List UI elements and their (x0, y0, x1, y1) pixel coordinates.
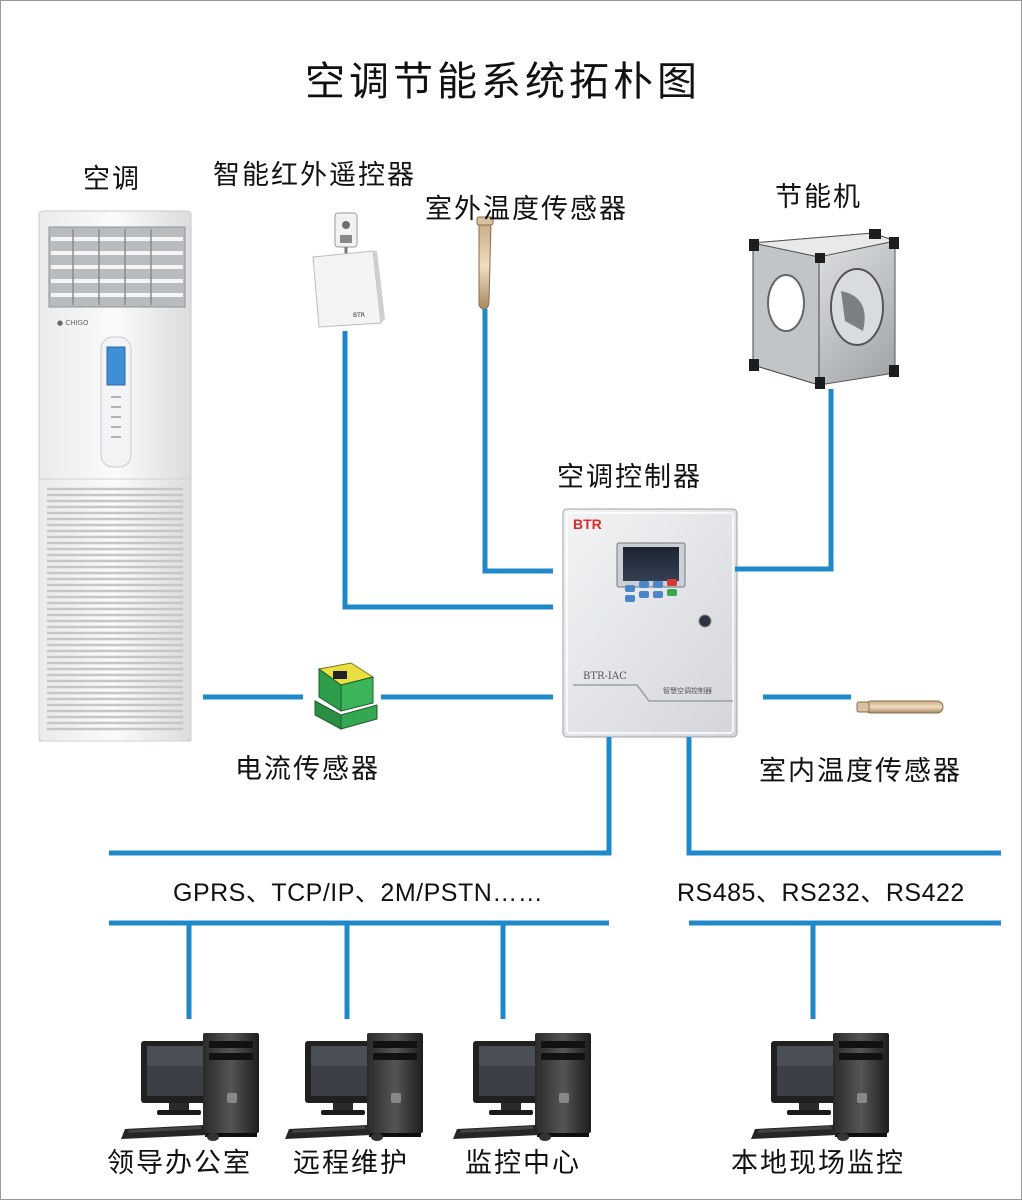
label-energy-saver: 节能机 (775, 182, 862, 213)
label-controller: 空调控制器 (557, 462, 702, 493)
label-air-conditioner: 空调 (83, 164, 141, 195)
remote-brand-text: BTR (353, 312, 365, 319)
link-controller-local-network (686, 737, 1001, 856)
label-current-sensor: 电流传感器 (235, 754, 380, 785)
label-outdoor-sensor: 室外温度传感器 (425, 194, 628, 225)
computer-leader-office (121, 1033, 259, 1141)
label-remote-maintenance: 远程维护 (293, 1148, 409, 1179)
controller-caption: 智慧空调控制器 (663, 686, 712, 695)
ir-remote-device: BTR (312, 212, 385, 328)
label-indoor-sensor: 室内温度传感器 (759, 756, 962, 787)
controller-brand: BTR (573, 516, 602, 532)
computer-local-monitoring (751, 1033, 889, 1141)
controller-cabinet: BTR BTR-IAC 智慧空调控制器 (562, 508, 738, 738)
computer-monitoring-center (453, 1033, 591, 1141)
diagram-title: 空调节能系统拓朴图 (305, 59, 701, 105)
outdoor-temperature-probe (476, 216, 494, 310)
link-outdoor-controller (482, 309, 553, 574)
label-local-monitoring: 本地现场监控 (731, 1148, 905, 1179)
link-saver-controller (735, 389, 834, 572)
label-ir-remote: 智能红外遥控器 (213, 160, 416, 191)
controller-model: BTR-IAC (583, 671, 627, 682)
link-remote-controller (342, 331, 553, 610)
link-controller-remote-network (109, 737, 612, 856)
label-monitoring-center: 监控中心 (465, 1148, 581, 1179)
air-conditioner-unit: ● CHIGO (38, 210, 192, 742)
current-sensor-device (314, 662, 378, 730)
computer-remote-maintenance (285, 1033, 423, 1141)
energy-saver-unit (749, 229, 899, 389)
label-local-network: RS485、RS232、RS422 (677, 879, 965, 907)
label-remote-network: GPRS、TCP/IP、2M/PSTN…… (173, 879, 544, 907)
svg-text:● CHIGO: ● CHIGO (57, 319, 89, 327)
connection-lines (109, 309, 1001, 1019)
label-leader-office: 领导办公室 (107, 1148, 252, 1179)
indoor-temperature-probe (856, 700, 944, 714)
